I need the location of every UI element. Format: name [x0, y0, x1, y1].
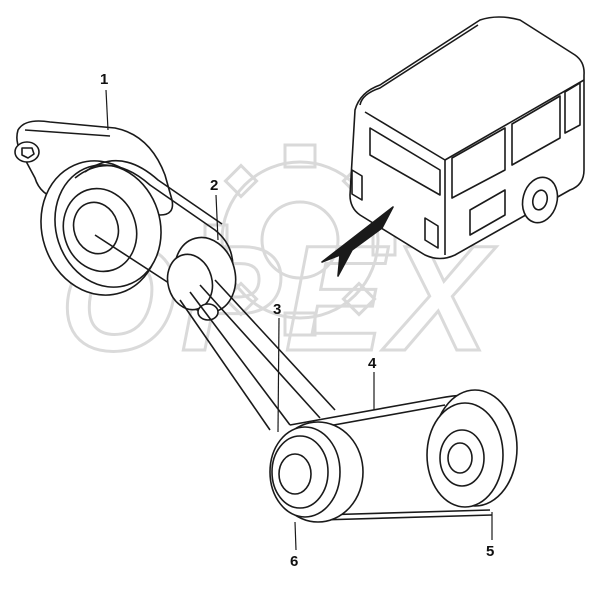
leader-lines [105, 89, 493, 551]
pulley-6 [269, 421, 364, 523]
location-arrow-icon [321, 206, 394, 277]
callout-6: 6 [290, 553, 299, 570]
callout-1: 1 [100, 71, 109, 88]
pulley-5 [426, 389, 518, 508]
callout-4: 4 [368, 355, 377, 372]
middle-pulley [166, 236, 237, 321]
bus-icon [349, 16, 585, 260]
belt-3 [179, 279, 336, 431]
callout-5: 5 [486, 543, 495, 560]
callout-3: 3 [273, 301, 282, 318]
callout-2: 2 [210, 177, 219, 194]
